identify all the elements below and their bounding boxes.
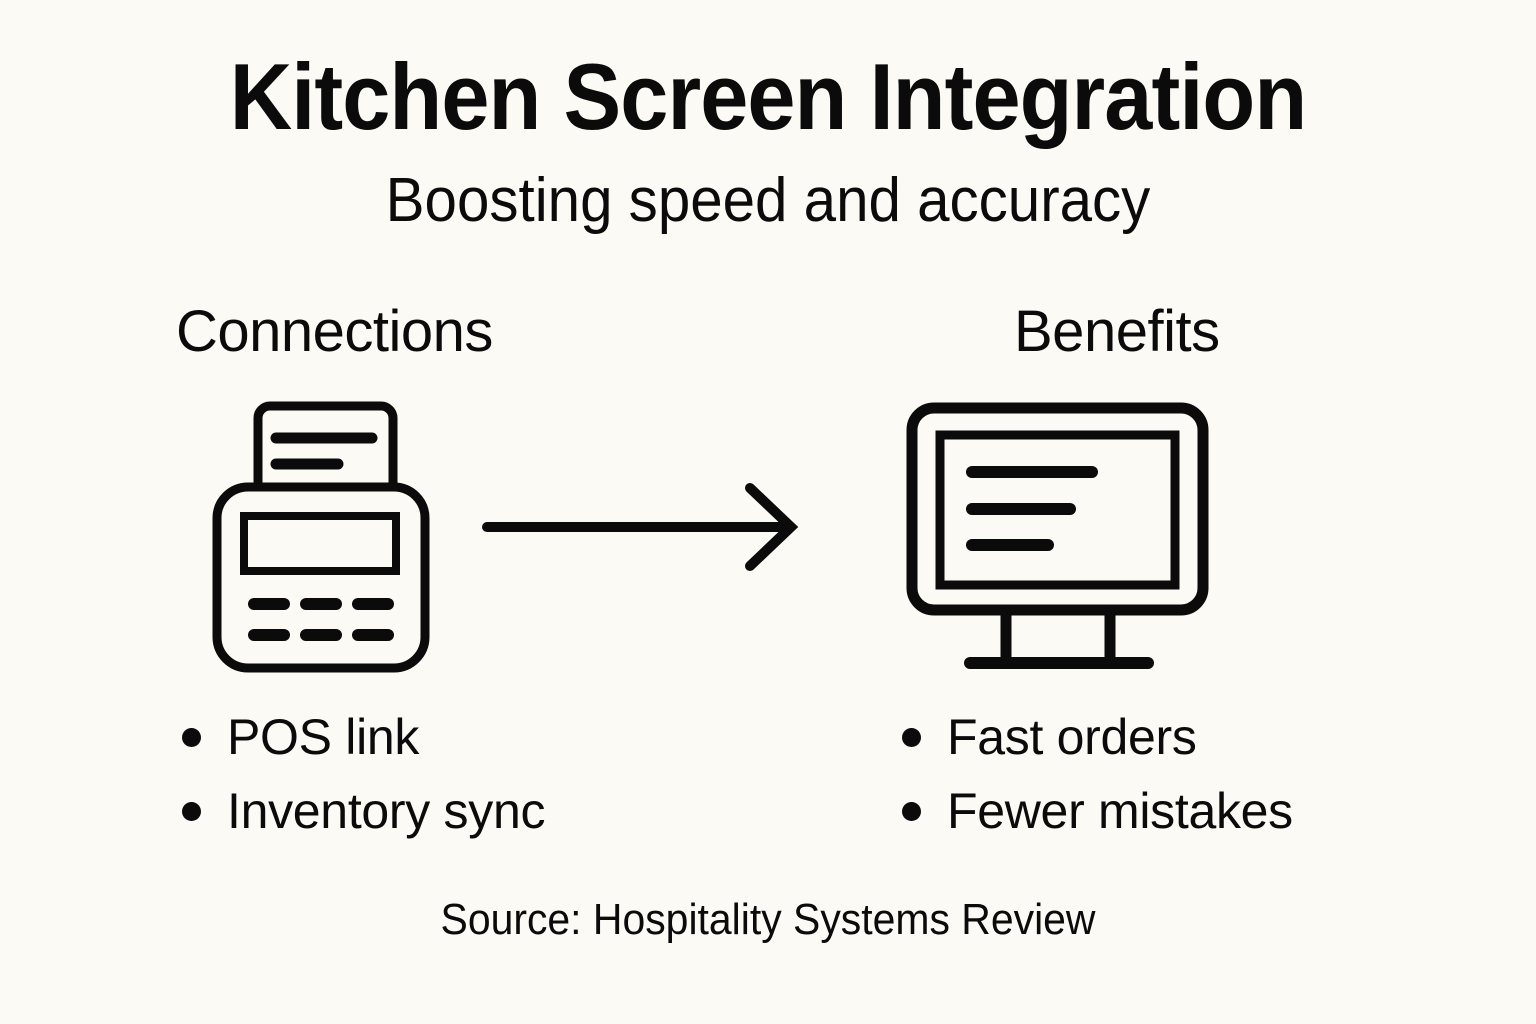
section-heading-connections: Connections: [176, 299, 493, 364]
monitor-screen-icon: [896, 392, 1226, 687]
list-item-label: Fast orders: [947, 709, 1197, 765]
arrow-head: [745, 483, 799, 571]
list-item: Inventory sync: [182, 774, 545, 848]
monitor-screen-icon-svg: [906, 402, 1209, 669]
terminal-display: [240, 512, 400, 575]
bullet-dot-icon: [182, 801, 201, 821]
list-item: POS link: [182, 700, 545, 774]
section-heading-benefits: Benefits: [1014, 299, 1220, 364]
bullet-dot-icon: [902, 727, 921, 747]
list-item-label: POS link: [227, 709, 420, 765]
list-item: Fewer mistakes: [902, 774, 1293, 848]
page-subtitle: Boosting speed and accuracy: [385, 166, 1151, 235]
list-item-label: Inventory sync: [227, 783, 546, 839]
source-credit: Source: Hospitality Systems Review: [440, 895, 1096, 944]
arrow-right-icon: [478, 478, 808, 583]
receipt-outline: [253, 401, 398, 496]
pos-terminal-icon-svg: [212, 401, 430, 673]
bullet-dot-icon: [182, 727, 201, 747]
page-title: Kitchen Screen Integration: [229, 44, 1307, 149]
arrow-right-icon-svg: [482, 483, 799, 571]
list-item: Fast orders: [902, 700, 1293, 774]
list-item-label: Fewer mistakes: [947, 783, 1293, 839]
bullet-list-connections: POS link Inventory sync: [182, 700, 545, 848]
bullet-dot-icon: [902, 801, 921, 821]
bullet-list-benefits: Fast orders Fewer mistakes: [902, 700, 1293, 848]
pos-terminal-icon: [196, 392, 446, 687]
